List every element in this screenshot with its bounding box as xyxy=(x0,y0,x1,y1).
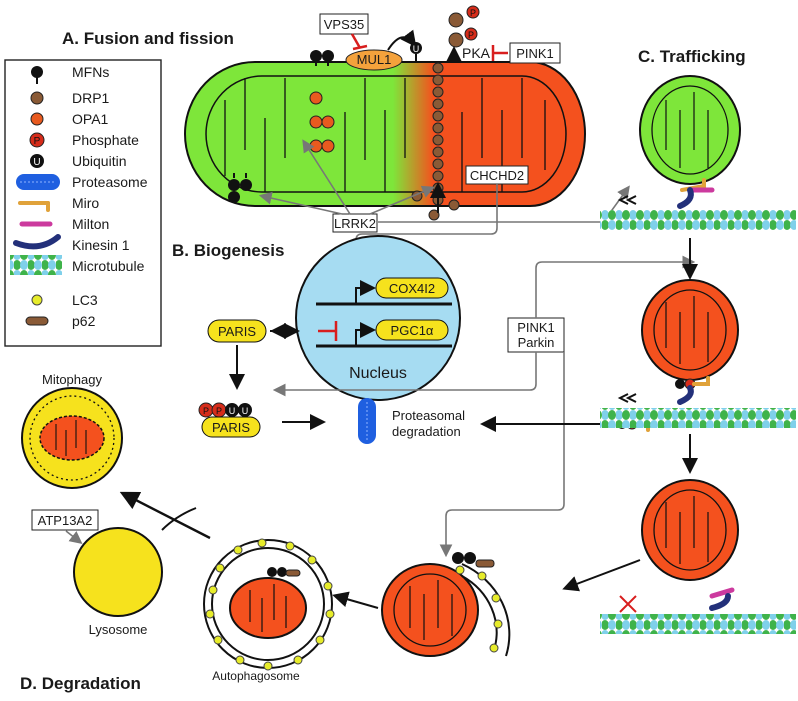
lysosome xyxy=(73,527,163,617)
svg-text:U: U xyxy=(229,406,236,416)
svg-text:U: U xyxy=(413,44,420,54)
svg-text:P: P xyxy=(470,8,476,18)
pink1-parkin-box xyxy=(507,317,565,353)
autophagosome xyxy=(203,538,335,671)
microtubule-top xyxy=(600,210,796,230)
pink1-label: PINK1 xyxy=(516,46,554,61)
nucleus-label: Nucleus xyxy=(349,365,407,382)
pink1-box xyxy=(509,42,561,64)
section-title-fusion: A. Fusion and fission xyxy=(62,29,234,48)
legend: P U MFNs DRP1 OPA1 Phosphate Ubiquitin P… xyxy=(4,59,162,347)
paris-label: PARIS xyxy=(218,324,256,339)
autophagosome-label: Autophagosome xyxy=(212,669,300,683)
chchd2-label: CHCHD2 xyxy=(470,168,524,183)
proteasomal-label-2: degradation xyxy=(392,424,461,439)
proteasome-icon xyxy=(16,174,60,190)
pgc1a-gene xyxy=(375,319,449,341)
mul1-badge xyxy=(345,49,403,71)
legend-label-kinesin: Kinesin 1 xyxy=(72,237,130,253)
phosphate-icon: P xyxy=(29,132,45,148)
legend-label-opa1: OPA1 xyxy=(72,111,109,127)
lrrk2-label: LRRK2 xyxy=(334,216,376,231)
ubiquitin-icon: U xyxy=(30,154,44,168)
pka-label: PKA xyxy=(462,45,491,61)
opa1-icon xyxy=(30,112,44,126)
proteasomal-label-1: Proteasomal xyxy=(392,408,465,423)
mfn-icon xyxy=(31,66,43,84)
cox4i2-label: COX4I2 xyxy=(389,281,435,296)
svg-text:U: U xyxy=(33,157,40,168)
lrrk2-box xyxy=(332,213,378,233)
nucleus xyxy=(295,235,461,401)
mitophagy-label: Mitophagy xyxy=(42,372,102,387)
drp1-phosphate: P P xyxy=(464,5,480,41)
mfn-ubiquitin: U xyxy=(410,42,422,62)
healthy-mitochondrion-top xyxy=(639,75,741,185)
legend-label-mfns: MFNs xyxy=(72,64,109,80)
legend-label-p62: p62 xyxy=(72,313,96,329)
microtubule-low xyxy=(600,614,796,634)
legend-label-miro: Miro xyxy=(72,195,99,211)
vps35-label: VPS35 xyxy=(324,17,364,32)
phagophore-mitochondrion xyxy=(381,552,511,657)
section-title-trafficking: C. Trafficking xyxy=(638,47,746,66)
drp1-icon xyxy=(30,91,44,105)
pink1-parkin-label-1: PINK1 xyxy=(517,320,555,335)
legend-label-microtubule: Microtubule xyxy=(72,258,145,274)
mul1-label: MUL1 xyxy=(357,52,392,67)
svg-text:P: P xyxy=(34,136,41,147)
modified-paris: P P U U PARIS xyxy=(198,402,261,438)
cox4i2-gene xyxy=(375,277,449,299)
legend-label-phosphate: Phosphate xyxy=(72,132,139,148)
kinesin-icon xyxy=(13,234,61,250)
paris-badge xyxy=(207,319,267,343)
p62-icon xyxy=(25,316,49,326)
atp13a2-box xyxy=(31,509,99,531)
section-title-biogenesis: B. Biogenesis xyxy=(172,241,284,260)
svg-text:U: U xyxy=(242,406,249,416)
svg-text:P: P xyxy=(468,30,474,40)
legend-label-lc3: LC3 xyxy=(72,292,98,308)
svg-text:P: P xyxy=(216,406,222,416)
microtubule-icon xyxy=(10,255,62,275)
section-title-degradation: D. Degradation xyxy=(20,674,141,693)
legend-label-ubiquitin: Ubiquitin xyxy=(72,153,126,169)
svg-text:P: P xyxy=(203,406,209,416)
lysosome-label: Lysosome xyxy=(89,622,148,637)
pink1-parkin-label-2: Parkin xyxy=(518,335,555,350)
legend-label-drp1: DRP1 xyxy=(72,90,110,106)
legend-label-milton: Milton xyxy=(72,216,109,232)
pgc1a-label: PGC1α xyxy=(391,323,434,338)
mitophagy-lysosome xyxy=(21,387,123,489)
detached-cross-icon xyxy=(619,595,637,613)
legend-label-proteasome: Proteasome xyxy=(72,174,148,190)
vps35-box xyxy=(319,13,369,35)
atp13a2-label: ATP13A2 xyxy=(38,513,93,528)
lc3-icon xyxy=(31,294,43,306)
microtubule-mid xyxy=(600,408,796,428)
miro-icon xyxy=(18,201,50,212)
vps35-inhibit xyxy=(350,33,362,49)
damaged-mitochondrion-low xyxy=(641,479,739,581)
damaged-mitochondrion-mid xyxy=(641,279,739,381)
proteasome xyxy=(358,398,376,444)
paris-modified-label: PARIS xyxy=(212,420,250,435)
